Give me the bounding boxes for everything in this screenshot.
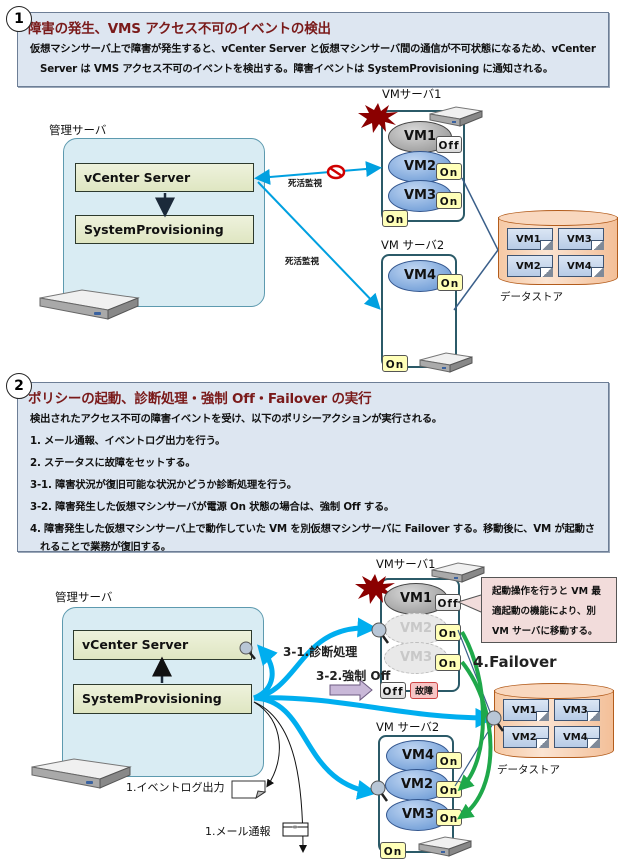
step1-vmserver2-label: VM サーバ2	[381, 238, 445, 252]
step2-vmserver2-label: VM サーバ2	[376, 720, 440, 734]
step2-systemprovisioning: SystemProvisioning	[73, 684, 252, 714]
step1-vm4-state: On	[437, 274, 463, 291]
step2-line-7: れることで業務が復旧する。	[40, 541, 171, 553]
step2-eventlog-doc-icon	[231, 780, 267, 800]
step2-failure-burst-icon	[355, 574, 395, 604]
step2-arrow-to-datastore	[253, 695, 496, 728]
step2-datastore-item: VM1	[503, 699, 549, 721]
step1-vmserver2-power: On	[382, 355, 408, 372]
step1-datastore-item: VM4	[558, 255, 604, 277]
step1-vmserver2	[381, 254, 457, 368]
step1-datastore: VM1 VM3 VM2 VM4	[498, 210, 618, 285]
callout-line-2: 適起動の機能により、別	[492, 606, 596, 617]
step1-vm3-state: On	[436, 192, 462, 209]
step2-line-2: 1. メール通報、イベントログ出力を行う。	[30, 435, 226, 447]
step2-vm3-new-state: On	[436, 809, 462, 826]
step2-failover-label: 4.Failover	[473, 653, 557, 671]
step1-datastore-top	[498, 210, 618, 226]
step1-systemprovisioning: SystemProvisioning	[75, 215, 254, 244]
step1-vmserver2-hardware-icon	[419, 352, 473, 373]
step2-mail-label: 1.メール通報	[205, 825, 271, 838]
step2-force-off-label: 3-2.強制 Off	[316, 669, 391, 683]
step2-title: ポリシーの起動、診断処理・強制 Off・Failover の実行	[28, 391, 372, 407]
step1-vm1-state: Off	[436, 136, 462, 153]
step2-datastore: VM1 VM3 VM2 VM4	[494, 683, 614, 758]
step2-number: 2	[6, 373, 32, 399]
step2-box: ポリシーの起動、診断処理・強制 Off・Failover の実行 検出されたアク…	[17, 382, 609, 553]
step2-ds-link-1	[457, 629, 495, 723]
callout-line-1: 起動操作を行うと VM 最	[492, 586, 601, 597]
step2-failover-arrow-vm3	[457, 660, 493, 820]
step1-vcenter-server: vCenter Server	[75, 163, 254, 192]
step1-datastore-item: VM1	[507, 228, 553, 250]
step2-vm1-state: Off	[435, 594, 461, 611]
step2-vmserver1-power: Off	[380, 682, 406, 699]
step1-title: 障害の発生、VMS アクセス不可のイベントの検出	[28, 21, 331, 37]
step1-number: 1	[6, 6, 32, 32]
step2-vm2-state: On	[435, 624, 461, 641]
step2-line-6: 4. 障害発生した仮想マシンサーバ上で動作していた VM を別仮想マシンサーバに…	[30, 523, 595, 535]
step2-diag-label: 3-1.診断処理	[283, 645, 358, 659]
step2-vm2[interactable]: VM2	[385, 769, 449, 801]
step2-datastore-item: VM4	[554, 726, 600, 748]
callout-line-3: VM サーバに移動する。	[492, 626, 598, 637]
step2-callout-pointer	[456, 594, 482, 613]
step1-mgmt-server-label: 管理サーバ	[49, 123, 107, 137]
step1-datastore-link-1	[461, 177, 499, 251]
step2-datastore-item: VM3	[554, 699, 600, 721]
step1-vm2-state: On	[436, 163, 462, 180]
step2-vmserver1-fault-status: 故障	[410, 682, 438, 699]
step2-line-1: 検出されたアクセス不可の障害イベントを受け、以下のポリシーアクションが実行される…	[30, 413, 443, 425]
step1-datastore-item: VM2	[507, 255, 553, 277]
step2-callout: 起動操作を行うと VM 最 適起動の機能により、別 VM サーバに移動する。	[481, 577, 617, 643]
step2-line-4: 3-1. 障害状況が復旧可能な状況かどうか診断処理を行う。	[30, 479, 297, 491]
step2-vmserver1-hardware-icon	[431, 562, 485, 583]
step2-datastore-label: データストア	[497, 764, 560, 776]
step2-vmserver1-label: VMサーバ1	[376, 557, 436, 571]
step1-heartbeat-line-2	[257, 181, 381, 310]
step2-eventlog-label: 1.イベントログ出力	[126, 781, 225, 794]
step1-vmserver1-label: VMサーバ1	[382, 87, 442, 101]
step1-line-2: Server は VMS アクセス不可のイベントを検出する。障害イベントは Sy…	[40, 63, 554, 75]
step2-arrow-to-vmserver2	[253, 695, 378, 800]
step2-vcenter-server: vCenter Server	[73, 630, 252, 660]
step2-mgmt-server-label: 管理サーバ	[55, 590, 113, 604]
step1-vmserver1-power: On	[382, 210, 408, 227]
step2-datastore-top	[494, 683, 614, 699]
step2-line-3: 2. ステータスに故障をセットする。	[30, 457, 196, 469]
step1-mgmt-hardware-icon	[39, 289, 140, 320]
step1-datastore-item: VM3	[558, 228, 604, 250]
step2-mgmt-hardware-icon	[31, 758, 132, 789]
step2-vmserver2-power: On	[380, 842, 406, 859]
step1-vmserver1-hardware-icon	[429, 106, 483, 127]
step2-vm3-state: On	[435, 654, 461, 671]
step2-vmserver2-hardware-icon	[418, 836, 472, 857]
step1-failure-burst-icon	[358, 103, 398, 133]
step2-diag-arrow-to-vmserver1	[253, 617, 378, 701]
step1-box: 障害の発生、VMS アクセス不可のイベントの検出 仮想マシンサーバ上で障害が発生…	[17, 12, 609, 87]
step2-mail-envelope-icon	[282, 822, 309, 837]
step1-datastore-label: データストア	[500, 291, 563, 303]
step2-vm4-state: On	[436, 752, 462, 769]
step1-line-1: 仮想マシンサーバ上で障害が発生すると、vCenter Server と仮想マシン…	[30, 43, 596, 55]
step1-blocked-icon	[326, 164, 346, 180]
step1-heartbeat-label-1: 死活監視	[288, 179, 323, 189]
step2-datastore-item: VM2	[503, 726, 549, 748]
step2-vm2-new-state: On	[436, 781, 462, 798]
step2-line-5: 3-2. 障害発生した仮想マシンサーバが電源 On 状態の場合は、強制 Off …	[30, 501, 395, 513]
step1-heartbeat-label-2: 死活監視	[285, 257, 320, 267]
step1-vmserver1	[381, 110, 465, 222]
